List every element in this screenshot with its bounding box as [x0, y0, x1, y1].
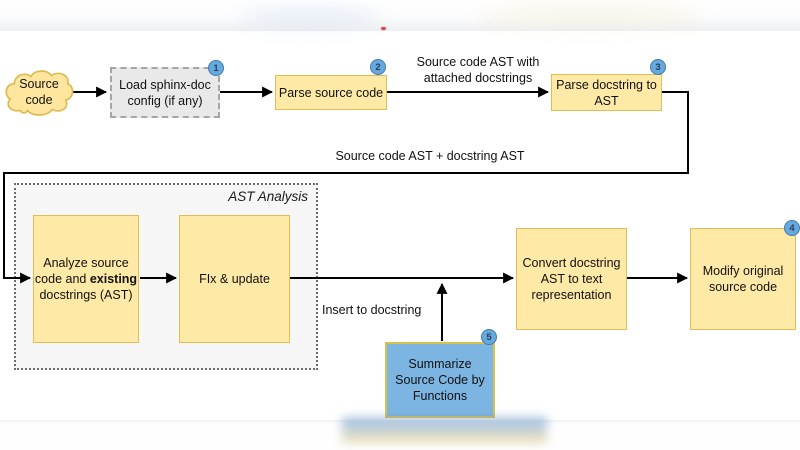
- node-source-code-label: Source code: [19, 77, 59, 107]
- edge-label-insert-to-docstring: Insert to docstring: [322, 303, 422, 317]
- blurred-top-strip: [0, 0, 800, 31]
- analyze-label-bold-part: existing: [86, 272, 138, 286]
- node-summarize-source-code: Summarize Source Code by Functions: [385, 342, 495, 418]
- node-modify-original-source: Modify original source code: [690, 228, 796, 330]
- node-parse-source-code: Parse source code: [275, 75, 387, 110]
- node-fix-and-update-label: FIx & update: [199, 272, 270, 286]
- top-strip-warm-tint: [480, 6, 700, 26]
- blurred-bottom-strip: [0, 418, 800, 450]
- node-convert-docstring-ast: Convert docstring AST to text representa…: [516, 228, 627, 330]
- node-analyze-source-code-label: Analyze source code and existing docstri…: [34, 256, 138, 302]
- edge-label-ast-with-docstrings: Source code AST with attached docstrings: [416, 55, 540, 85]
- node-fix-and-update: FIx & update: [179, 215, 290, 343]
- node-modify-original-source-label: Modify original source code: [702, 264, 784, 294]
- cloud-shape-icon: [5, 70, 74, 116]
- ast-analysis-group-label: AST Analysis: [228, 189, 308, 204]
- node-source-code-cloud: Source code: [3, 67, 75, 119]
- node-load-sphinx-config: Load sphinx-doc config (if any): [110, 67, 220, 118]
- summarize-box-reflection: [342, 418, 547, 446]
- step-badge-4: 4: [784, 220, 800, 236]
- top-strip-blue-tint: [240, 8, 380, 26]
- node-analyze-source-code: Analyze source code and existing docstri…: [33, 215, 139, 343]
- node-parse-docstring-to-ast-label: Parse docstring to AST: [556, 77, 657, 108]
- red-marker-dot: [381, 27, 386, 30]
- step-badge-5: 5: [481, 329, 497, 345]
- edge-label-ast-plus-docstring: Source code AST + docstring AST: [335, 149, 525, 163]
- node-convert-docstring-ast-label: Convert docstring AST to text representa…: [522, 256, 621, 302]
- node-parse-docstring-to-ast: Parse docstring to AST: [551, 74, 662, 111]
- step-badge-1: 1: [208, 60, 224, 76]
- step-badge-2: 2: [370, 59, 386, 75]
- edge-parse-docstring-to-analyze: [3, 91, 689, 284]
- node-summarize-source-code-label: Summarize Source Code by Functions: [395, 357, 485, 403]
- node-load-sphinx-config-label: Load sphinx-doc config (if any): [119, 77, 211, 108]
- node-parse-source-code-label: Parse source code: [278, 85, 384, 100]
- step-badge-3: 3: [650, 59, 666, 75]
